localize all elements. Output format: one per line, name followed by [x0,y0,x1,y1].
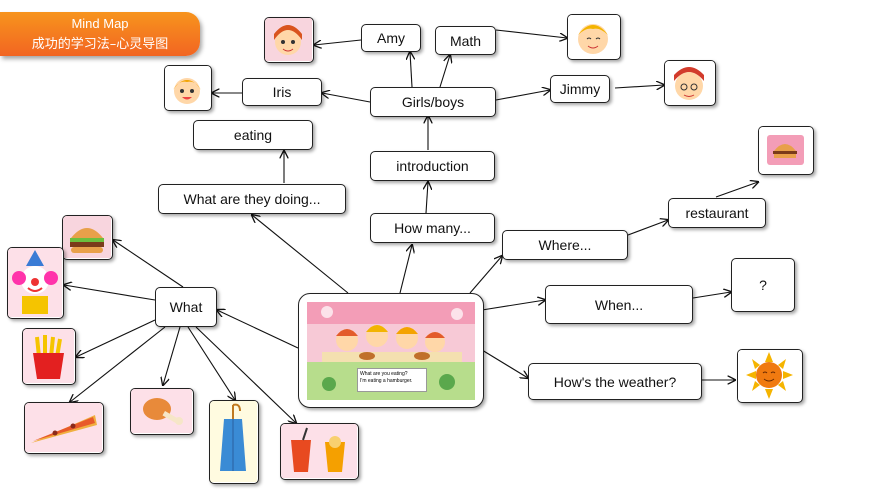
fries-icon [22,328,76,385]
umbrella-icon [209,400,259,484]
boy-face-icon [567,14,621,60]
node-iris: Iris [242,78,322,106]
sun-icon [737,349,803,403]
node-amy: Amy [361,24,421,52]
boy-face-icon-2 [664,60,716,106]
node-when: When... [545,285,693,324]
node-introduction: introduction [370,151,495,181]
node-math: Math [435,26,496,55]
node-question: ? [731,258,795,312]
node-jimmy: Jimmy [550,75,610,103]
girl-face-icon [264,17,314,63]
header-subtitle: 成功的学习法–心灵导图 [31,37,169,52]
drinks-icon [280,423,359,480]
pizza-icon [24,402,104,454]
bubble-line-2: I'm eating a hamburger. [360,378,413,384]
mind-map-header: Mind Map 成功的学习法–心灵导图 [0,12,200,56]
clown-icon [7,247,64,319]
chicken-leg-icon [130,388,194,435]
bubble-line-1: What are you eating? [360,371,408,377]
girl-face-icon-2 [164,65,212,111]
node-what: What [155,287,217,327]
center-scene-image: What are you eating? I'm eating a hambur… [298,293,484,408]
node-girls-boys: Girls/boys [370,87,496,117]
speech-bubble: What are you eating? I'm eating a hambur… [357,368,427,392]
header-title: Mind Map [71,16,129,31]
restaurant-sign-icon [758,126,814,175]
hamburger-icon [62,215,113,260]
restaurant-scene [307,302,475,400]
node-eating: eating [193,120,313,150]
node-restaurant: restaurant [668,198,766,228]
node-where: Where... [502,230,628,260]
node-what-doing: What are they doing... [158,184,346,214]
node-how-many: How many... [370,213,495,243]
node-weather: How's the weather? [528,363,702,400]
